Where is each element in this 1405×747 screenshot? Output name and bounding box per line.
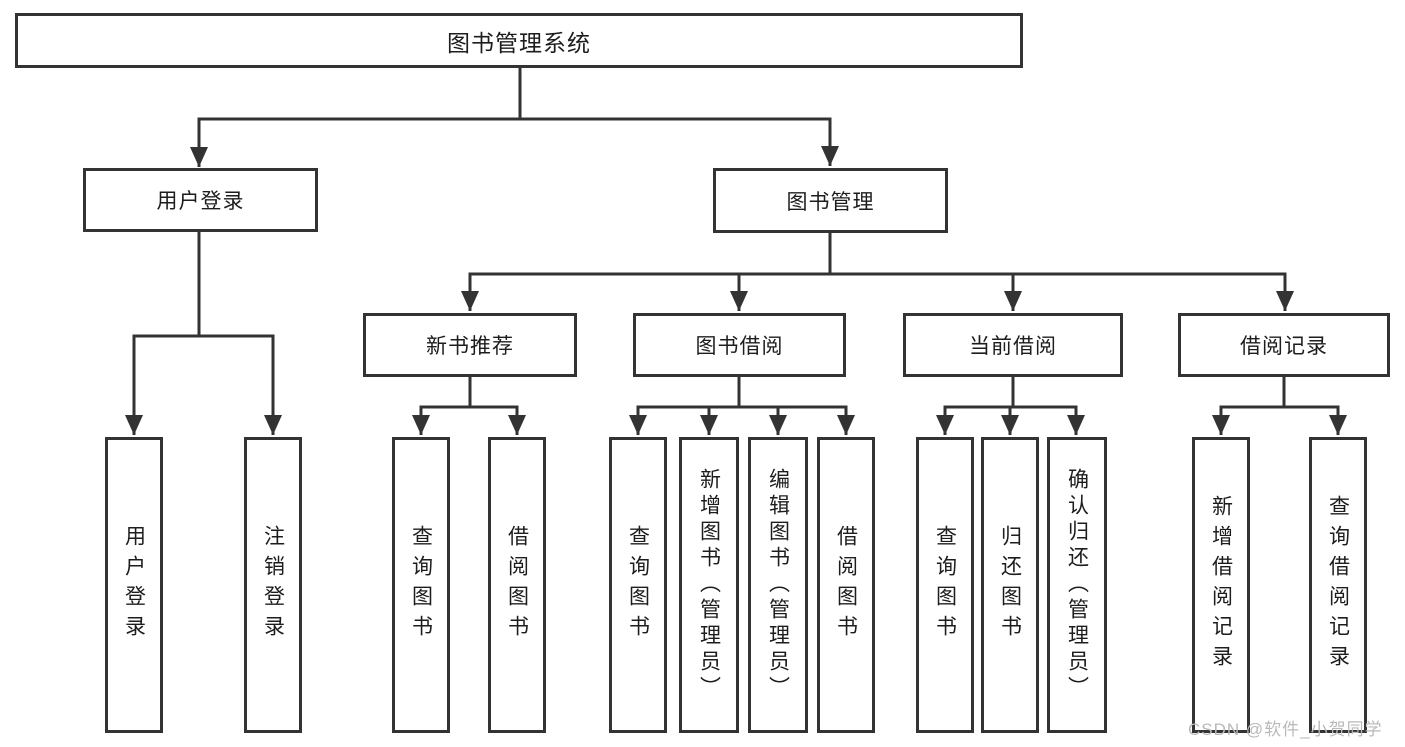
leaf-confirm-return-admin: 确认归还（管理员） <box>1047 437 1107 733</box>
leaf-query-books-recommend: 查询图书 <box>392 437 450 733</box>
node-book-borrow: 图书借阅 <box>633 313 846 377</box>
leaf-query-books-borrow: 查询图书 <box>609 437 667 733</box>
node-user-login: 用户登录 <box>83 168 318 232</box>
leaf-logout: 注销登录 <box>244 437 302 733</box>
csdn-watermark: CSDN @软件_小贺同学 <box>1188 720 1383 739</box>
leaf-query-borrow-record-label: 查询借阅记录 <box>1326 495 1350 675</box>
node-root-label: 图书管理系统 <box>447 29 591 56</box>
leaf-borrow-books-recommend: 借阅图书 <box>488 437 546 733</box>
leaf-query-books-current-label: 查询图书 <box>933 525 957 645</box>
leaf-query-books-recommend-label: 查询图书 <box>409 525 433 645</box>
leaf-query-borrow-record: 查询借阅记录 <box>1309 437 1367 733</box>
leaf-edit-book-admin-label: 编辑图书（管理员） <box>766 468 790 702</box>
leaf-confirm-return-admin-label: 确认归还（管理员） <box>1065 468 1089 702</box>
node-current-borrow: 当前借阅 <box>903 313 1123 377</box>
leaf-add-book-admin: 新增图书（管理员） <box>679 437 739 733</box>
node-user-login-label: 用户登录 <box>156 190 245 213</box>
node-current-borrow-label: 当前借阅 <box>969 335 1057 358</box>
node-book-borrow-label: 图书借阅 <box>695 335 784 358</box>
node-book-management: 图书管理 <box>713 168 948 233</box>
leaf-borrow-books-label: 借阅图书 <box>834 525 858 645</box>
leaf-query-books-current: 查询图书 <box>916 437 974 733</box>
leaf-edit-book-admin: 编辑图书（管理员） <box>748 437 808 733</box>
leaf-add-book-admin-label: 新增图书（管理员） <box>697 468 721 702</box>
leaf-return-book-label: 归还图书 <box>998 525 1022 645</box>
leaf-borrow-books: 借阅图书 <box>817 437 875 733</box>
node-root: 图书管理系统 <box>15 13 1023 68</box>
node-borrow-records: 借阅记录 <box>1178 313 1390 377</box>
node-new-book-recommend-label: 新书推荐 <box>426 335 514 358</box>
leaf-user-login: 用户登录 <box>105 437 163 733</box>
leaf-add-borrow-record: 新增借阅记录 <box>1192 437 1250 733</box>
node-new-book-recommend: 新书推荐 <box>363 313 577 377</box>
leaf-query-books-borrow-label: 查询图书 <box>626 525 650 645</box>
leaf-add-borrow-record-label: 新增借阅记录 <box>1209 495 1233 675</box>
node-book-management-label: 图书管理 <box>786 190 875 214</box>
leaf-borrow-books-recommend-label: 借阅图书 <box>505 525 529 645</box>
leaf-logout-label: 注销登录 <box>261 525 285 645</box>
node-borrow-records-label: 借阅记录 <box>1240 335 1328 358</box>
leaf-user-login-label: 用户登录 <box>122 525 146 645</box>
leaf-return-book: 归还图书 <box>981 437 1039 733</box>
